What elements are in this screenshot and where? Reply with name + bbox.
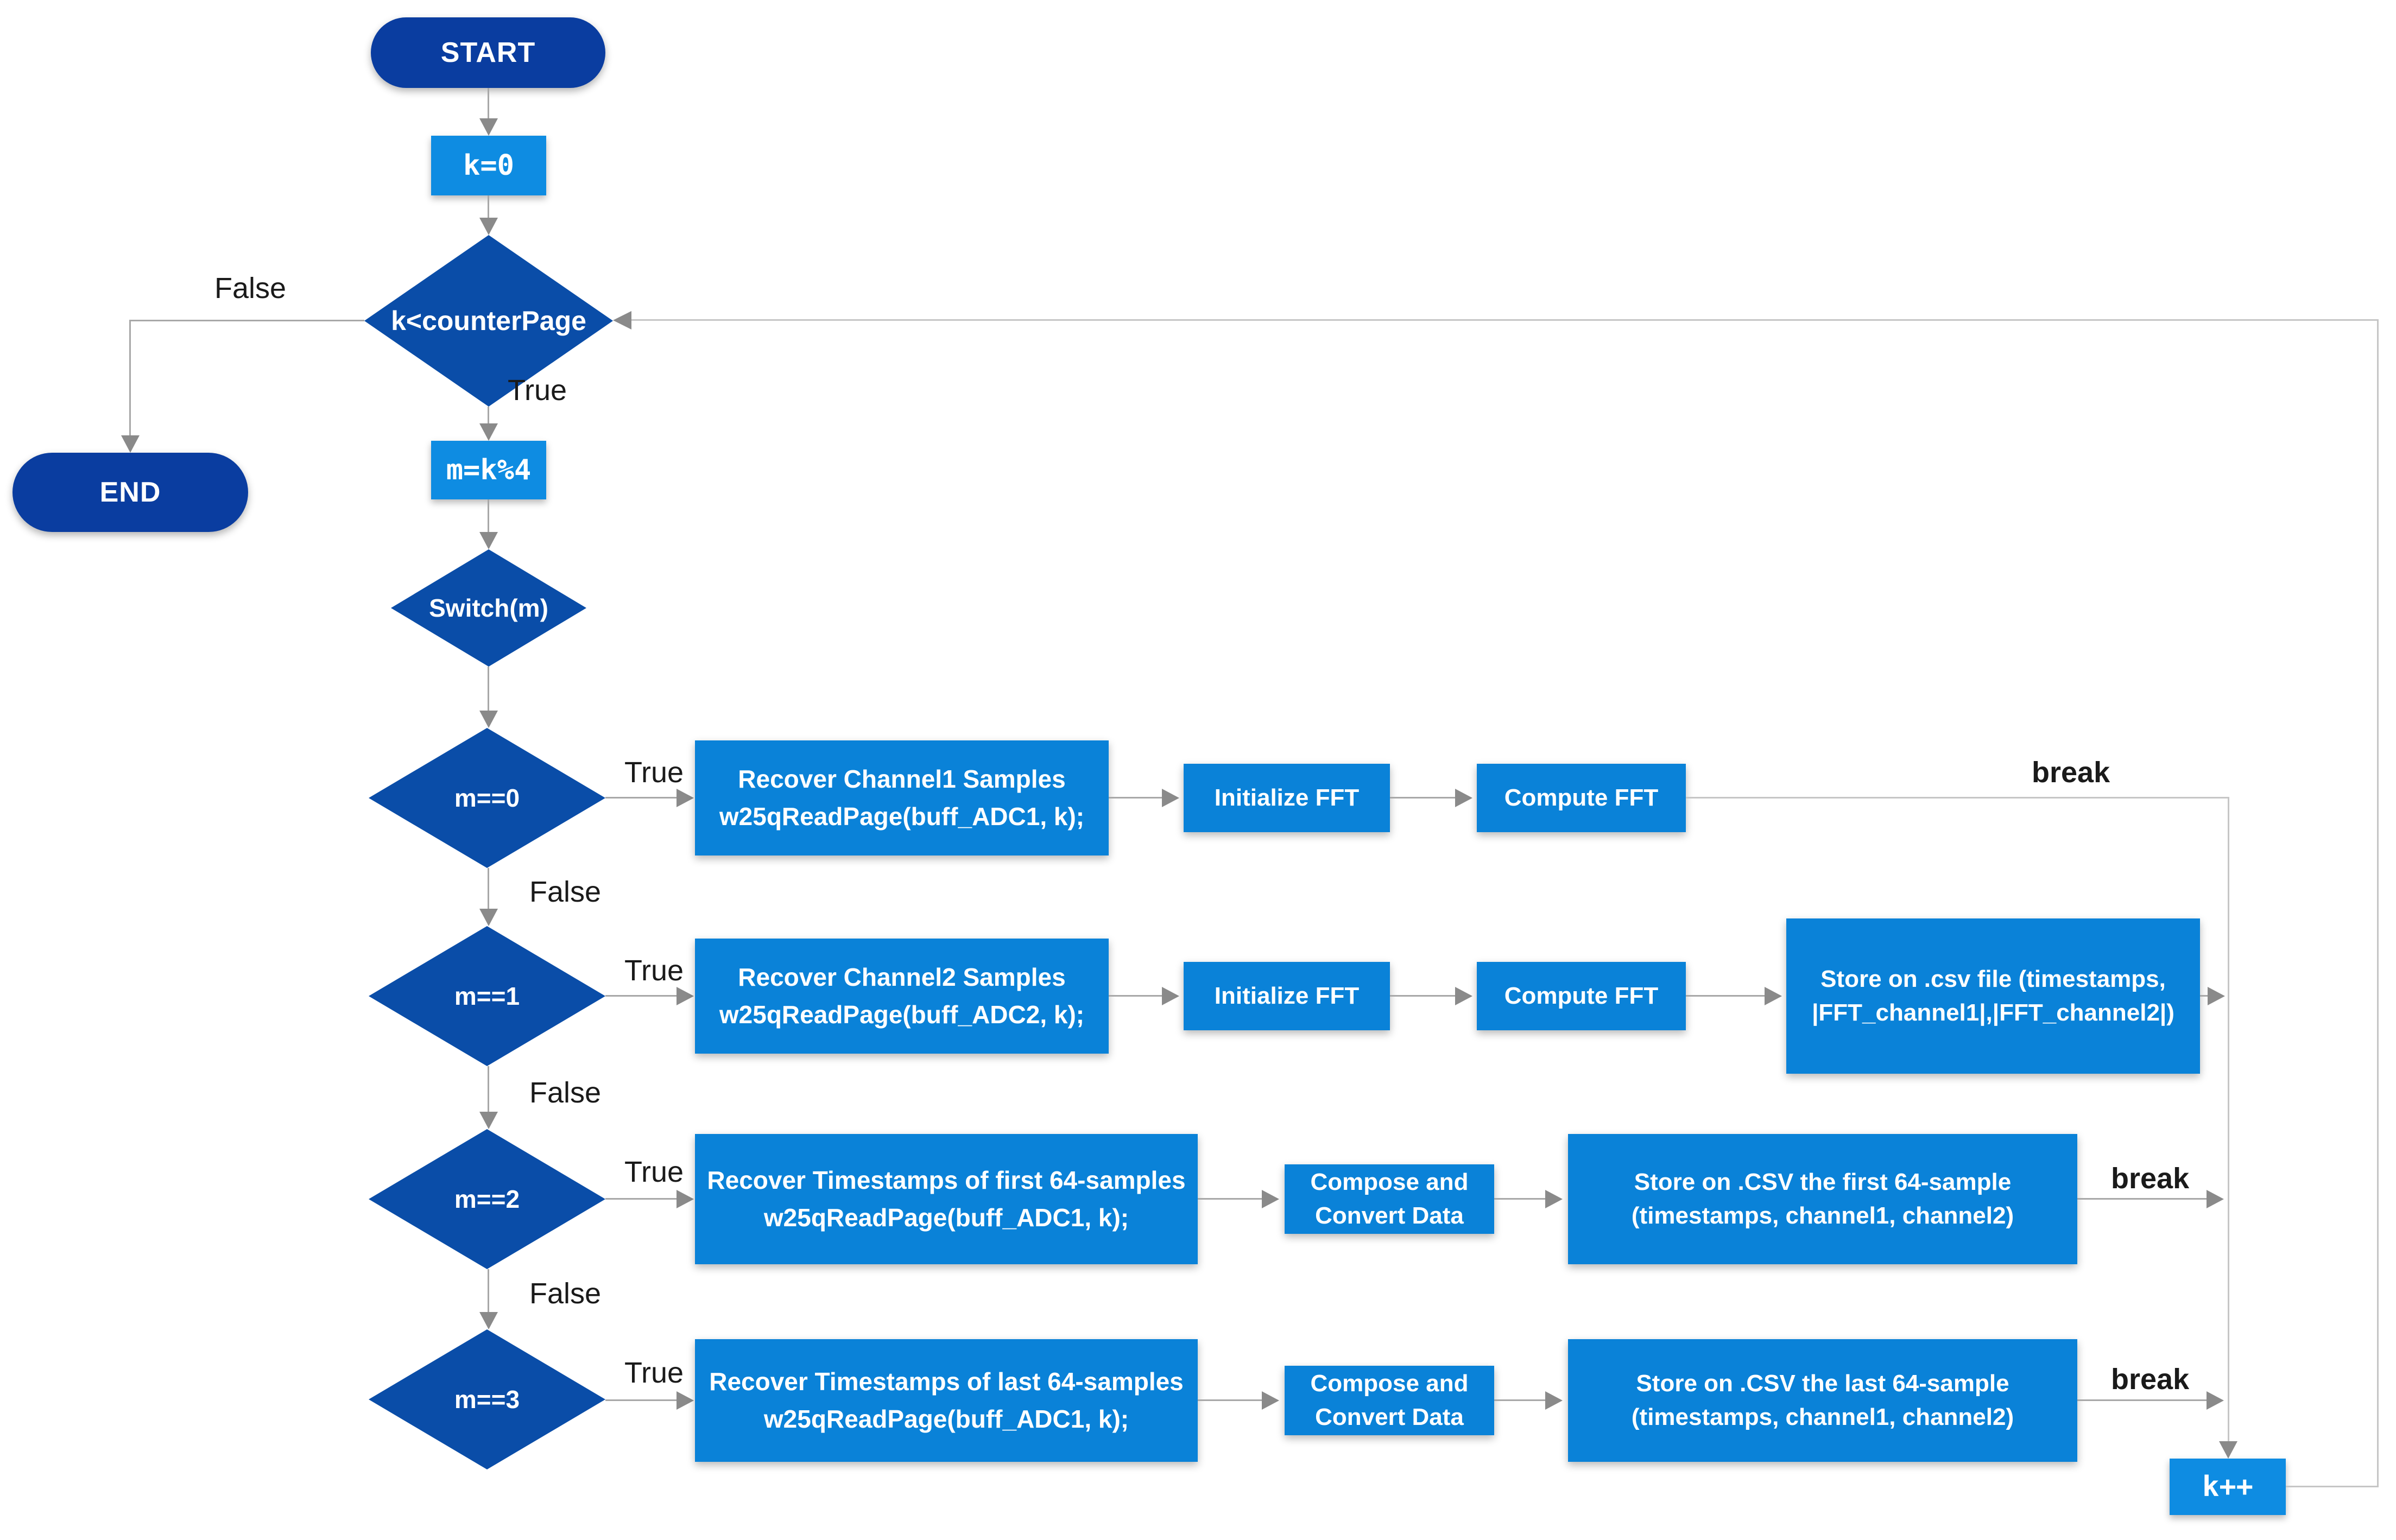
connector <box>129 320 131 435</box>
connector <box>488 1066 489 1112</box>
arrowhead-right <box>1455 987 1472 1005</box>
connector <box>488 868 489 909</box>
store-csv-last-box: Store on .CSV the last 64-sample (timest… <box>1568 1339 2077 1462</box>
connector <box>2077 1198 2207 1200</box>
store-csv-first-box: Store on .CSV the first 64-sample (times… <box>1568 1134 2077 1264</box>
initialize-fft-box-1: Initialize FFT <box>1184 962 1390 1030</box>
connector <box>605 797 677 798</box>
arrowhead-left <box>613 311 631 329</box>
end-terminal: END <box>12 453 248 532</box>
store-csv-fft-box: Store on .csv file (timestamps, |FFT_cha… <box>1786 918 2200 1074</box>
true-label-0: True <box>624 756 684 789</box>
start-terminal: START <box>371 17 605 88</box>
arrowhead-right <box>677 987 694 1005</box>
false-label-1: False <box>529 1076 602 1109</box>
connector <box>1390 797 1455 798</box>
arrowhead-right <box>677 789 694 807</box>
arrowhead-down <box>479 218 498 235</box>
false-label-0: False <box>529 876 602 908</box>
arrowhead-down <box>479 1112 498 1129</box>
arrowhead-right <box>1545 1391 1563 1410</box>
arrowhead-down <box>479 423 498 441</box>
k-init-box: k=0 <box>431 136 546 195</box>
arrowhead-right <box>1545 1190 1563 1208</box>
connector <box>2286 1486 2378 1487</box>
arrowhead-down <box>479 118 498 136</box>
connector <box>488 195 489 218</box>
arrowhead-right <box>1455 789 1472 807</box>
connector <box>1494 1198 1545 1200</box>
true-label-2: True <box>624 1156 684 1188</box>
arrowhead-down <box>479 909 498 926</box>
connector <box>488 88 489 118</box>
case-2-diamond: m==2 <box>369 1129 605 1269</box>
connector <box>1686 995 1765 997</box>
connector <box>488 1269 489 1312</box>
connector <box>2228 797 2229 1441</box>
false-label-2: False <box>529 1277 602 1310</box>
connector <box>1198 1399 1262 1401</box>
arrowhead-right <box>677 1190 694 1208</box>
arrowhead-right <box>2207 1190 2224 1208</box>
connector <box>1390 995 1455 997</box>
connector <box>2377 319 2379 1487</box>
connector <box>605 995 677 997</box>
connector <box>605 1399 677 1401</box>
connector <box>2077 1399 2207 1401</box>
connector <box>488 667 489 711</box>
arrowhead-right <box>677 1391 694 1410</box>
compose-convert-box-3: Compose and Convert Data <box>1285 1366 1494 1435</box>
connector <box>1494 1399 1545 1401</box>
initialize-fft-box-0: Initialize FFT <box>1184 764 1390 832</box>
arrowhead-down <box>479 1312 498 1329</box>
arrowhead-down <box>2219 1441 2237 1459</box>
arrowhead-right <box>2207 1391 2224 1410</box>
recover-channel2-box: Recover Channel2 Samples w25qReadPage(bu… <box>695 939 1109 1054</box>
true-label-loop: True <box>508 374 567 407</box>
arrowhead-down <box>479 711 498 728</box>
recover-channel1-box: Recover Channel1 Samples w25qReadPage(bu… <box>695 740 1109 855</box>
connector <box>1198 1198 1262 1200</box>
connector <box>2200 995 2208 997</box>
arrowhead-right <box>1262 1190 1279 1208</box>
connector <box>488 407 489 423</box>
arrowhead-right <box>1162 789 1179 807</box>
break-label-0: break <box>2032 756 2110 789</box>
true-label-1: True <box>624 954 684 987</box>
compose-convert-box-2: Compose and Convert Data <box>1285 1164 1494 1234</box>
connector <box>488 499 489 532</box>
arrowhead-right <box>2208 987 2225 1005</box>
case-1-diamond: m==1 <box>369 926 605 1066</box>
break-label-3: break <box>2111 1363 2190 1396</box>
arrowhead-right <box>1262 1391 1279 1410</box>
connector <box>605 1198 677 1200</box>
arrowhead-down <box>479 532 498 549</box>
connector <box>631 319 2377 321</box>
arrowhead-right <box>1765 987 1782 1005</box>
arrowhead-down <box>121 435 140 453</box>
modulo-box: m=k%4 <box>431 441 546 499</box>
case-0-diamond: m==0 <box>369 728 605 868</box>
arrowhead-right <box>1162 987 1179 1005</box>
switch-diamond: Switch(m) <box>391 549 586 667</box>
case-3-diamond: m==3 <box>369 1329 605 1469</box>
recover-timestamps-first-box: Recover Timestamps of first 64-samples w… <box>695 1134 1198 1264</box>
connector <box>1109 995 1162 997</box>
k-increment-box: k++ <box>2170 1459 2286 1515</box>
connector <box>1686 797 2228 798</box>
recover-timestamps-last-box: Recover Timestamps of last 64-samples w2… <box>695 1339 1198 1462</box>
loop-condition-diamond: k<counterPage <box>364 235 613 407</box>
connector <box>130 320 364 321</box>
compute-fft-box-1: Compute FFT <box>1477 962 1686 1030</box>
true-label-3: True <box>624 1357 684 1389</box>
false-label-loop: False <box>214 272 287 305</box>
break-label-2: break <box>2111 1162 2190 1195</box>
compute-fft-box-0: Compute FFT <box>1477 764 1686 832</box>
connector <box>1109 797 1162 798</box>
